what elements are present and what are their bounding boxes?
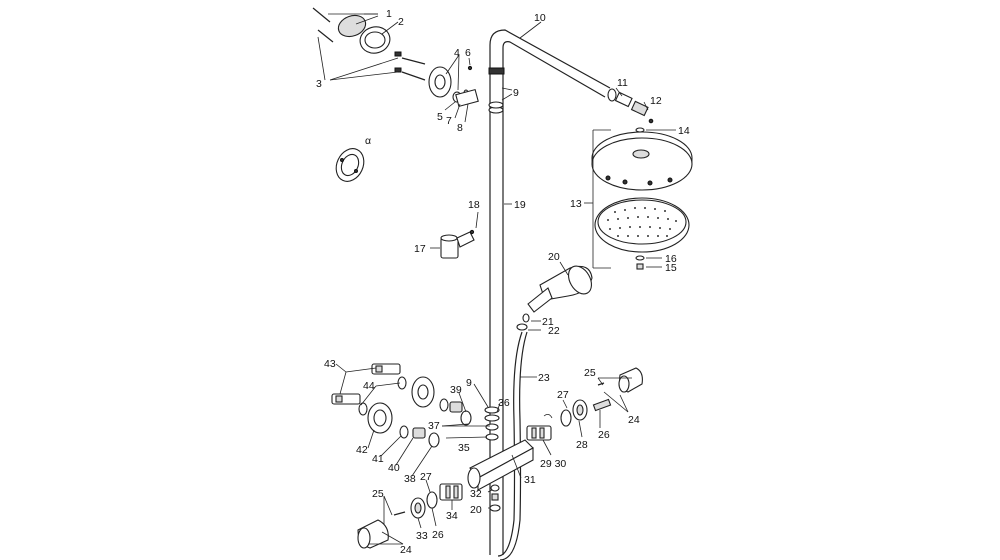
callout-38: 38 [404,473,416,485]
jet-nozzles [607,207,677,237]
callout-13: 13 [570,198,582,210]
callout-32: 32 [470,488,482,500]
callout-27-right: 27 [557,389,569,401]
callout-35: 35 [458,442,470,454]
callout-20-hand-shower: 20 [548,251,560,263]
callout-42: 42 [356,444,368,456]
callout-4: 4 [454,47,460,59]
callout-5: 5 [437,111,443,123]
callout-24-right: 24 [628,414,640,426]
callout-20-bottom: 20 [470,504,482,516]
callout-2: 2 [398,16,404,28]
arm-connector [519,21,654,124]
callout-17: 17 [414,243,426,255]
left-handle-set [357,479,463,549]
callout-15: 15 [665,262,677,274]
callout-3: 3 [316,78,322,90]
callout-29-30: 29 30 [540,458,566,470]
callout-25-left: 25 [372,488,384,500]
callout-12: 12 [650,95,662,107]
callout-43: 43 [324,358,336,370]
callout-19: 19 [514,199,526,211]
hand-shower-holder [430,203,512,259]
overhead-shower [584,127,693,270]
callout-labels: 1 2 3 4 5 6 7 8 9 10 11 12 13 14 15 16 1… [316,8,690,556]
callout-9-bottom: 9 [466,377,472,389]
callout-9-top: 9 [513,87,519,99]
wall-bracket-assembly [312,7,479,123]
riser-pipe [488,29,611,555]
callout-14: 14 [678,125,690,137]
callout-18: 18 [468,199,480,211]
callout-6: 6 [465,47,471,59]
callout-26-right: 26 [598,429,610,441]
thermostat-body [467,439,534,512]
callout-alpha: α [365,135,371,147]
callout-10: 10 [534,12,546,24]
callout-34: 34 [446,510,458,522]
callout-24-left: 24 [400,544,412,556]
callout-37: 37 [428,420,440,432]
callout-1: 1 [386,8,392,20]
callout-39: 39 [450,384,462,396]
callout-25-right: 25 [584,367,596,379]
callout-27-left: 27 [420,471,432,483]
callout-31: 31 [524,474,536,486]
callout-22: 22 [548,325,560,337]
callout-36: 36 [498,397,510,409]
inlet-parts [331,87,513,477]
callout-7: 7 [446,115,452,127]
callout-41: 41 [372,453,384,465]
callout-16: 16 [665,253,677,265]
callout-28: 28 [576,439,588,451]
callout-44: 44 [363,380,375,392]
callout-26-left: 26 [432,529,444,541]
right-cartridge-set [526,367,643,456]
callout-11: 11 [617,77,628,89]
callout-40: 40 [388,462,400,474]
callout-21: 21 [542,316,554,328]
callout-23: 23 [538,372,550,384]
fixing-ring-alpha [335,148,365,182]
callout-8: 8 [457,122,463,134]
callout-33: 33 [416,530,428,542]
